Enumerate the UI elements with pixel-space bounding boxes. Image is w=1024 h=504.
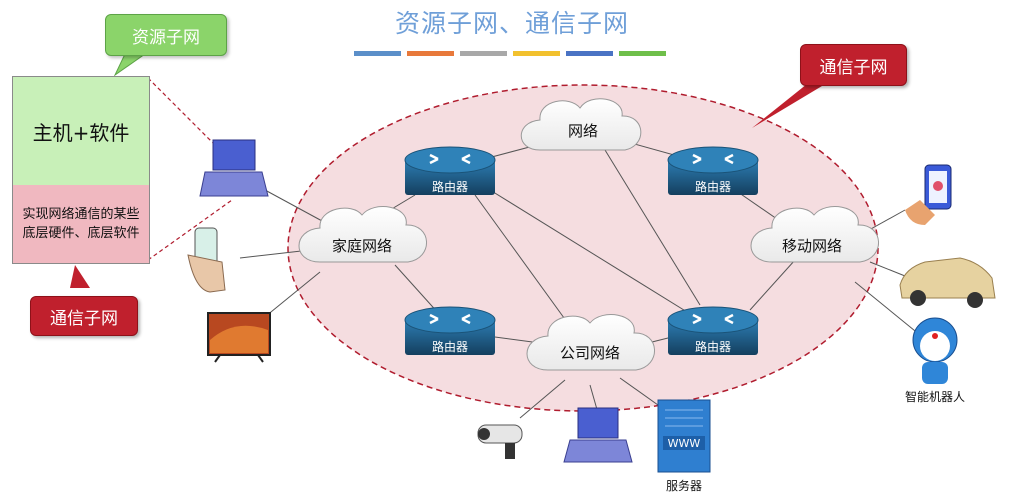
stack-link-line <box>147 77 216 146</box>
robot-label: 智能机器人 <box>904 390 965 404</box>
laptop-icon <box>199 139 269 197</box>
server-icon <box>657 399 711 473</box>
title-color-bar <box>460 51 507 56</box>
tv-icon <box>207 312 271 363</box>
title-color-bar <box>354 51 401 56</box>
company-network-label: 公司网络 <box>559 344 620 362</box>
home-network-cloud <box>298 206 427 263</box>
router-label: 路由器 <box>431 180 468 194</box>
title-color-bar <box>566 51 613 56</box>
router-icon <box>404 306 496 355</box>
title-color-bar <box>407 51 454 56</box>
host-stack-box: 主机+软件 实现网络通信的某些底层硬件、底层软件 <box>12 76 150 264</box>
mobile-network-cloud <box>750 206 879 263</box>
title-color-bar <box>619 51 666 56</box>
car-icon <box>899 257 996 308</box>
callout-tail <box>752 80 832 128</box>
internet-cloud <box>520 98 642 151</box>
title-color-bar <box>513 51 560 56</box>
callout-tail <box>113 53 147 77</box>
robot-icon <box>912 317 958 384</box>
router-icon <box>667 306 759 355</box>
low-layer-label: 实现网络通信的某些底层硬件、底层软件 <box>13 185 149 263</box>
diagram-title: 资源子网、通信子网 <box>394 9 629 38</box>
laptop-icon <box>563 407 633 463</box>
comm-subnet-callout-left: 通信子网 <box>30 296 138 336</box>
server-www-label: WWW <box>667 437 701 450</box>
home-network-label: 家庭网络 <box>331 237 392 255</box>
internet-cloud-label: 网络 <box>567 122 598 140</box>
resource-subnet-callout: 资源子网 <box>105 14 227 56</box>
stack-link-line <box>147 199 233 261</box>
server-label: 服务器 <box>665 479 702 493</box>
callout-tail <box>70 265 90 288</box>
comm-subnet-callout-right: 通信子网 <box>800 44 907 86</box>
host-software-label: 主机+软件 <box>13 77 149 185</box>
smartphone-hand-icon <box>187 227 226 293</box>
router-label: 路由器 <box>694 180 731 194</box>
router-label: 路由器 <box>694 340 731 354</box>
phone-call-icon <box>905 164 952 225</box>
router-icon <box>404 146 496 195</box>
router-label: 路由器 <box>431 340 468 354</box>
mobile-network-label: 移动网络 <box>781 237 842 255</box>
router-icon <box>667 146 759 195</box>
company-network-cloud <box>526 314 655 371</box>
camera-icon <box>477 424 523 459</box>
